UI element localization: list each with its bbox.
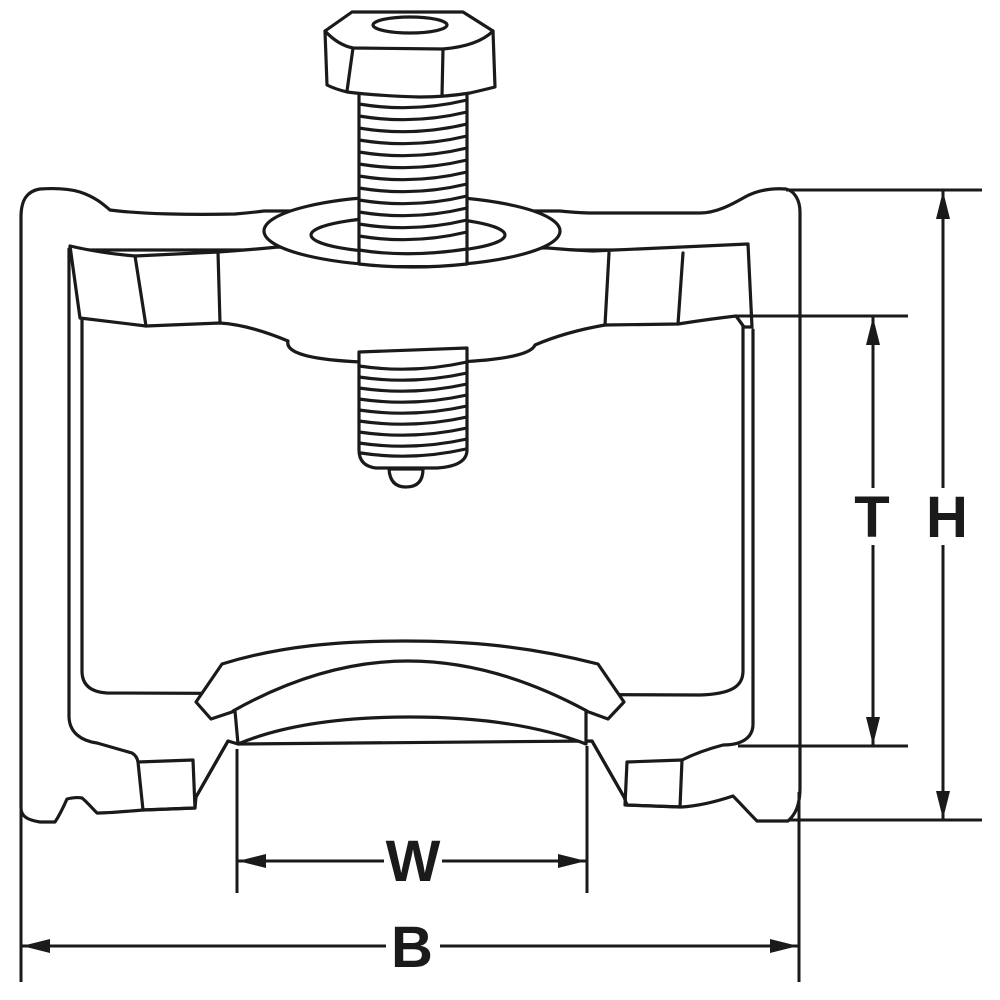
right-wall-front-edge bbox=[680, 328, 755, 762]
saddle-arch-inner-curve bbox=[231, 659, 589, 713]
dimension-w-arrow-right bbox=[558, 854, 586, 868]
crossbar-bevel-panel-left-a bbox=[133, 254, 148, 328]
right-claw-strut bbox=[590, 739, 626, 799]
right-foot-pad bbox=[623, 758, 684, 809]
hex-head-hole bbox=[371, 15, 449, 35]
hex-head-facet-right bbox=[440, 47, 445, 98]
dimension-W: W bbox=[235, 746, 589, 894]
saddle-arch-outline bbox=[194, 639, 626, 746]
dimension-b-arrow-right bbox=[770, 939, 798, 953]
threaded-shaft-upper bbox=[357, 91, 469, 269]
saddle-arch bbox=[194, 639, 626, 746]
shaft-tip-ball bbox=[387, 467, 425, 489]
hex-head-outline bbox=[323, 10, 497, 99]
dimension-T: T bbox=[736, 314, 908, 748]
left-foot-pad bbox=[136, 758, 197, 812]
dimension-h-arrow-up bbox=[936, 191, 950, 219]
threaded-shaft-lower bbox=[357, 346, 469, 489]
dimension-label-b: B bbox=[391, 915, 433, 980]
dimension-b-arrow-left bbox=[22, 939, 50, 953]
crossbar-plate bbox=[68, 242, 754, 365]
dimension-B: B bbox=[19, 792, 801, 982]
dimension-h-arrow-down bbox=[936, 791, 950, 819]
dimension-label-h: H bbox=[926, 485, 968, 550]
left-wall-front-edge bbox=[67, 247, 140, 764]
crossbar-outline bbox=[68, 242, 754, 365]
shaft-lower-threads bbox=[357, 360, 469, 458]
hex-head-facet-left bbox=[345, 46, 355, 93]
crossbar-bevel-panel-right-b bbox=[676, 251, 685, 326]
hex-bolt-head bbox=[323, 10, 497, 99]
dimension-t-arrow-up bbox=[866, 317, 880, 345]
boss-hole-arc-over-shaft bbox=[357, 247, 469, 256]
shaft-upper-threads bbox=[357, 98, 469, 242]
dimension-label-w: W bbox=[386, 829, 441, 894]
dimension-label-t: T bbox=[854, 485, 889, 550]
hex-head-top-face-edge bbox=[323, 29, 495, 51]
crossbar-bevel-panel-left-b bbox=[216, 250, 222, 325]
dimension-t-arrow-down bbox=[866, 717, 880, 745]
dimension-H: H bbox=[786, 188, 982, 822]
dimension-w-arrow-left bbox=[238, 854, 266, 868]
left-claw-strut bbox=[194, 739, 230, 799]
boss-outer-arc-over-shaft bbox=[357, 262, 469, 269]
crossbar-bevel-panel-right-a bbox=[603, 251, 611, 327]
